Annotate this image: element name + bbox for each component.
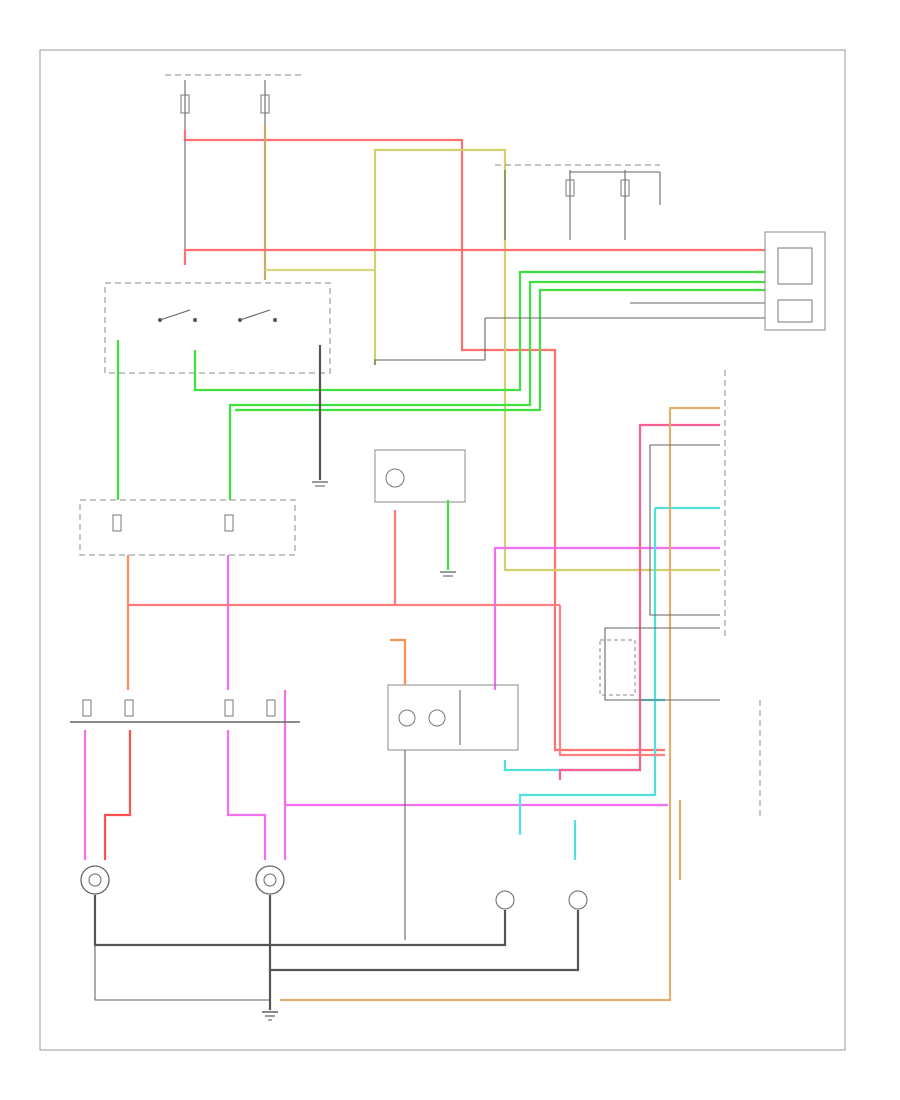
dimmer-switch-box <box>599 639 636 696</box>
ground-symbol-switch <box>312 481 328 487</box>
dash-light-box <box>374 449 466 503</box>
wire-cyan-right <box>518 506 720 860</box>
wire-green-loop-1 <box>193 270 765 392</box>
diagram-frame <box>39 49 846 1051</box>
left-fog-lamp <box>495 890 515 910</box>
wire-pink-right <box>558 423 720 780</box>
fog-switch-lamp-1 <box>398 709 416 727</box>
right-headlight <box>255 865 285 895</box>
wire-tan-right <box>280 406 720 1002</box>
dash-light-bulb <box>385 468 405 488</box>
relay-module-box <box>764 231 826 331</box>
fuse-top-left <box>180 80 190 130</box>
relay-coil <box>777 247 813 285</box>
wire-red-horizontal <box>128 510 397 607</box>
headlamp-junction-fuses <box>112 514 234 532</box>
wire-ground-right <box>268 895 580 972</box>
wire-magenta-low <box>283 690 668 807</box>
wire-dark-right-1 <box>649 444 720 616</box>
wire-red-top <box>183 130 665 752</box>
wire-dark-right-2 <box>604 627 720 701</box>
fuse-right-group <box>504 170 661 240</box>
ground-symbol <box>262 1011 278 1021</box>
ground-symbol-dash <box>440 571 456 577</box>
lower-fuses <box>82 699 276 717</box>
wire-ground-main <box>93 895 507 947</box>
wire-green-loop-3 <box>235 288 765 412</box>
relay-diode <box>777 299 813 323</box>
wire-green-loop-2 <box>228 280 765 500</box>
wire-red-mid <box>183 248 765 265</box>
fuse-top-right <box>260 80 270 130</box>
right-fog-lamp <box>568 890 588 910</box>
headlight-switch-box <box>104 282 331 374</box>
wire-red-left-hl <box>103 730 132 860</box>
wire-magenta-right-hl <box>226 730 267 860</box>
left-headlight <box>80 865 110 895</box>
wire-magenta-right <box>493 546 720 690</box>
fog-switch-lamp-2 <box>428 709 446 727</box>
fog-switch-box <box>387 684 519 751</box>
wire-red-right-low <box>558 605 665 757</box>
headlight-switch-contacts <box>158 309 277 322</box>
wire-ground-left-loop <box>94 945 270 1001</box>
wire-orange-fog <box>390 638 407 685</box>
headlamp-junction-box <box>79 499 296 556</box>
wire-yellow-top <box>373 148 720 572</box>
wire-gray-relay-3 <box>374 318 486 365</box>
